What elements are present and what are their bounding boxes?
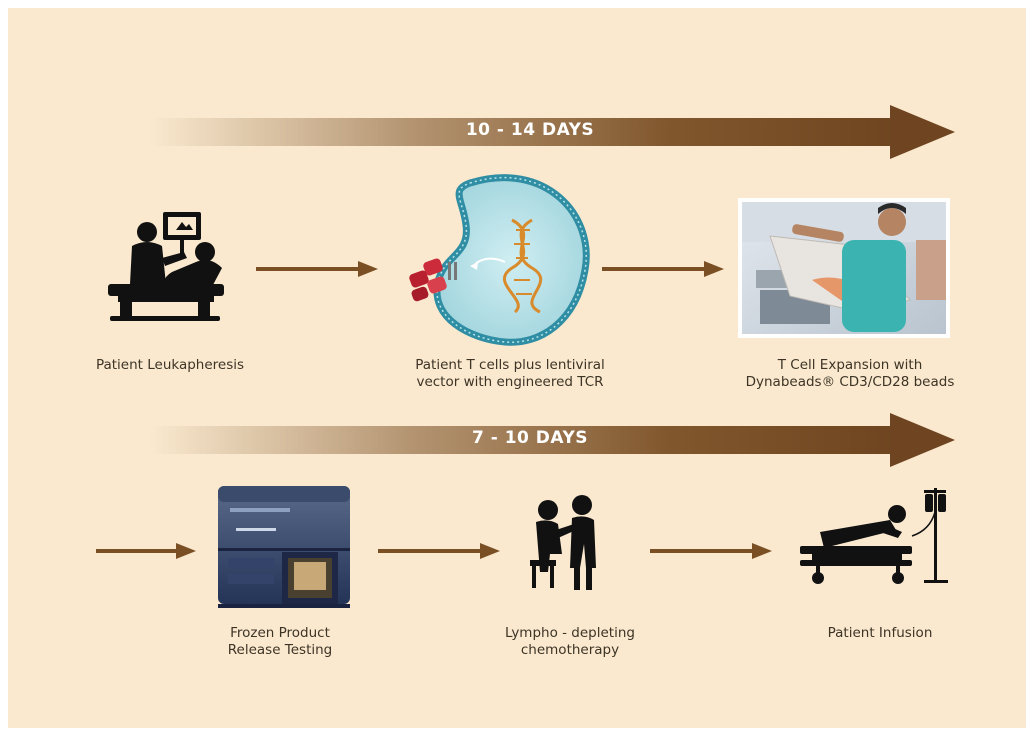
- chemotherapy-icon: [530, 495, 596, 590]
- flow-arrow-5: [650, 543, 772, 559]
- step-label-expansion: T Cell Expansion with Dynabeads® CD3/CD2…: [745, 357, 955, 390]
- step-label-chemotherapy: Lympho - depleting chemotherapy: [505, 625, 635, 658]
- leukapheresis-icon: [108, 212, 224, 321]
- timeline-label-2: 7 - 10 DAYS: [472, 428, 588, 448]
- infusion-icon: [800, 488, 948, 584]
- flow-arrow-2: [602, 261, 724, 277]
- timeline-label-1: 10 - 14 DAYS: [465, 120, 595, 140]
- dna-icon: [503, 218, 543, 314]
- t-cell-icon: [409, 174, 590, 346]
- lab-instrument: [218, 486, 350, 608]
- timeline-arrow-1: [150, 105, 955, 159]
- flow-arrow-1: [256, 261, 378, 277]
- tcr-receptor-icon: [409, 258, 457, 302]
- flow-arrow-4: [378, 543, 500, 559]
- step-label-infusion: Patient Infusion: [827, 625, 933, 641]
- timeline-arrow-2: [150, 413, 955, 467]
- step-label-leukapheresis: Patient Leukapheresis: [95, 357, 245, 373]
- lab-photo: [738, 198, 950, 338]
- step-label-t-cells: Patient T cells plus lentiviral vector w…: [415, 357, 605, 390]
- step-label-release-testing: Frozen Product Release Testing: [227, 625, 333, 658]
- flow-arrow-3: [96, 543, 196, 559]
